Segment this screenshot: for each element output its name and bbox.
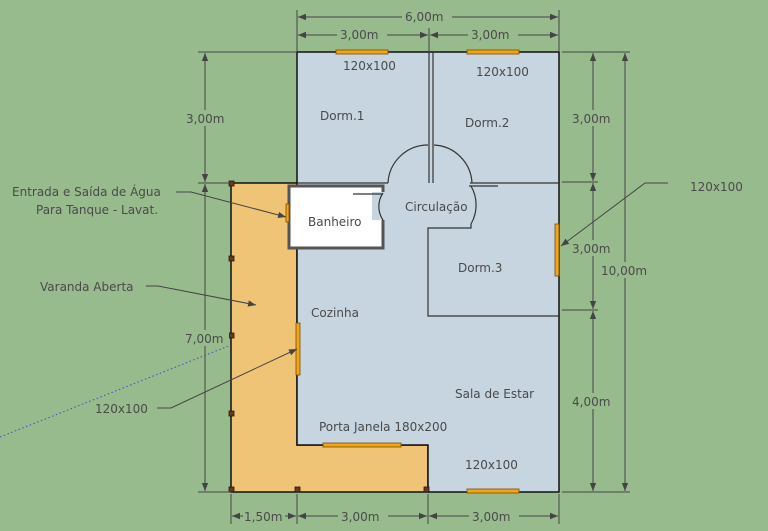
dim-right-3: 4,00m [572,395,610,409]
label-dorm1: Dorm.1 [320,109,364,123]
label-window-top-left: 120x100 [343,59,396,73]
label-dorm2: Dorm.2 [465,116,509,130]
dim-left-top: 3,00m [186,112,224,126]
dim-right-2: 3,00m [572,242,610,256]
dim-right-1: 3,00m [572,112,610,126]
guide-line [0,344,232,438]
dimensions-right [562,51,652,493]
label-window-right: 120x100 [690,180,743,194]
pillars [228,180,430,493]
label-sala: Sala de Estar [455,387,534,401]
dim-bottom-1: 1,50m [244,510,282,524]
dimensions-left [185,51,297,493]
dim-bottom-2: 3,00m [341,510,379,524]
window-bathroom [285,203,290,223]
window-bottom [466,488,520,494]
label-banheiro: Banheiro [308,215,362,229]
window-top-left [335,49,389,55]
window-right [554,223,560,277]
label-cozinha: Cozinha [311,306,359,320]
dimensions-top [296,9,560,52]
label-window-bottom: 120x100 [465,458,518,472]
label-dorm3: Dorm.3 [458,261,502,275]
label-circulacao: Circulação [405,200,468,214]
annotation-varanda: Varanda Aberta [40,280,134,294]
dim-top-right: 3,00m [471,28,509,42]
dim-top-left: 3,00m [340,28,378,42]
dim-bottom-3: 3,00m [472,510,510,524]
window-top-right [466,49,520,55]
interior-walls [297,52,559,317]
dimensions-bottom [230,494,560,524]
label-window-top-right: 120x100 [476,65,529,79]
dim-left-bottom: 7,00m [185,332,223,346]
annotation-agua-1: Entrada e Saída de Água [12,184,161,199]
dim-top-total: 6,00m [405,10,443,24]
label-porta-janela: Porta Janela 180x200 [319,420,447,434]
annotation-agua-2: Para Tanque - Lavat. [36,203,158,217]
label-window-left: 120x100 [95,402,148,416]
dim-right-total: 10,00m [601,264,647,278]
porta-janela [322,442,402,448]
